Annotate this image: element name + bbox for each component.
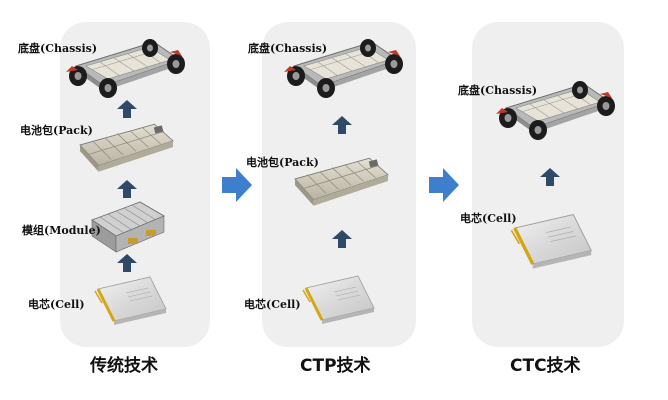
label-pack: 电池包(Pack)	[20, 124, 93, 137]
up-arrow-icon	[332, 230, 352, 248]
label-cell: 电芯(Cell)	[28, 298, 85, 311]
label-chassis: 底盘(Chassis)	[248, 42, 328, 55]
label-cell: 电芯(Cell)	[244, 298, 301, 311]
cell-image	[508, 210, 598, 272]
label-pack: 电池包(Pack)	[246, 156, 319, 169]
up-arrow-icon	[540, 168, 560, 186]
up-arrow-icon	[332, 116, 352, 134]
cell-image	[300, 272, 380, 327]
column-title: CTP技术	[300, 356, 371, 376]
label-chassis: 底盘(Chassis)	[458, 84, 538, 97]
label-module: 模组(Module)	[22, 224, 101, 237]
up-arrow-icon	[117, 254, 137, 272]
right-arrow-icon	[222, 168, 252, 202]
column-title: 传统技术	[90, 356, 158, 376]
cell-image	[92, 273, 172, 328]
label-cell: 电芯(Cell)	[460, 212, 517, 225]
column-title: CTC技术	[510, 356, 581, 376]
label-chassis: 底盘(Chassis)	[18, 42, 98, 55]
right-arrow-icon	[429, 168, 459, 202]
